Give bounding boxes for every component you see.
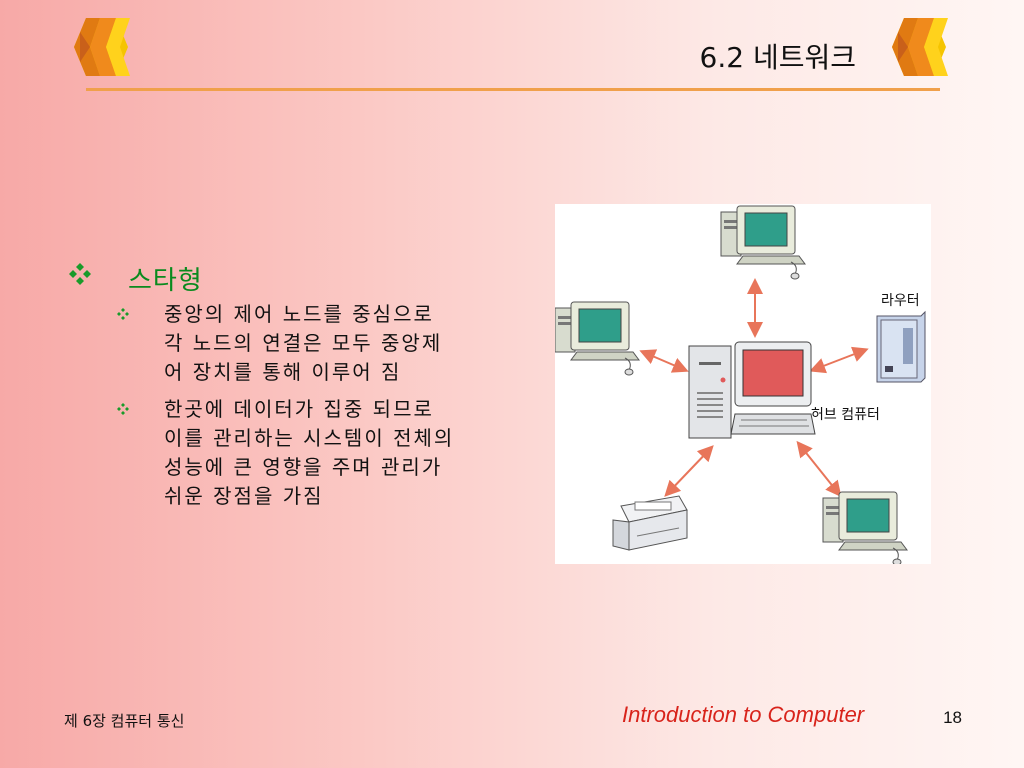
footer-chapter: 제 6장 컴퓨터 통신 <box>64 712 185 730</box>
computer-icon <box>822 491 908 564</box>
sub-bullet-list: 중앙의 제어 노드를 중심으로 각 노드의 연결은 모두 중앙제 어 장치를 통… <box>116 300 546 519</box>
double-arrow-icon <box>809 346 869 374</box>
title-divider <box>86 88 940 91</box>
diamond-bullet-icon <box>69 263 91 285</box>
diamond-bullet-icon <box>117 308 129 320</box>
star-topology-diagram: 라우터 허브 컴퓨터 <box>555 204 931 564</box>
hub-computer-icon <box>688 341 816 439</box>
computer-icon <box>720 205 806 280</box>
router-icon <box>876 310 926 383</box>
printer-icon <box>612 495 688 551</box>
hub-label: 허브 컴퓨터 <box>811 407 880 423</box>
logo-cube-icon <box>892 18 948 76</box>
computer-icon <box>555 301 640 376</box>
double-arrow-icon <box>664 445 714 497</box>
diagram-canvas <box>555 205 926 564</box>
logo-cube-icon <box>74 18 130 76</box>
page-number: 18 <box>943 708 962 727</box>
sub-bullet-text: 한곳에 데이터가 집중 되므로 이를 관리하는 시스템이 전체의 성능에 큰 영… <box>164 397 455 508</box>
list-item: 한곳에 데이터가 집중 되므로 이를 관리하는 시스템이 전체의 성능에 큰 영… <box>116 395 546 511</box>
list-item: 중앙의 제어 노드를 중심으로 각 노드의 연결은 모두 중앙제 어 장치를 통… <box>116 300 546 387</box>
footer-brand: Introduction to Computer <box>622 702 865 727</box>
diamond-bullet-icon <box>117 403 129 415</box>
sub-bullet-text: 중앙의 제어 노드를 중심으로 각 노드의 연결은 모두 중앙제 어 장치를 통… <box>164 302 443 384</box>
double-arrow-icon <box>796 440 842 498</box>
main-bullet-text: 스타형 <box>128 266 203 296</box>
router-label: 라우터 <box>881 293 920 309</box>
page-title: 6.2 네트워크 <box>699 41 856 74</box>
double-arrow-icon <box>639 349 689 373</box>
